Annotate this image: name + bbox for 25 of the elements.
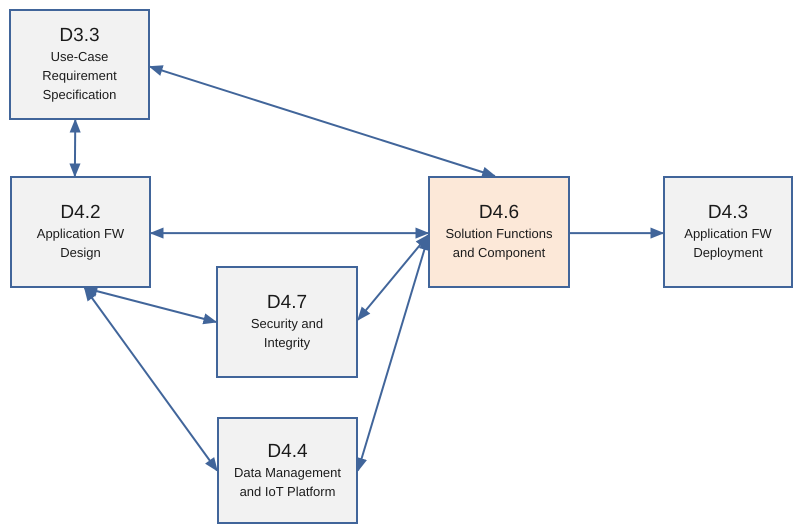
deliverable-id: D4.4 [267, 440, 308, 462]
deliverable-title: Solution Functions and Component [444, 225, 554, 262]
deliverable-title: Application FW Design [36, 225, 126, 262]
deliverable-id: D4.7 [266, 292, 308, 314]
arrow [84, 286, 218, 472]
deliverable-id: D3.3 [59, 25, 100, 47]
deliverable-box [663, 176, 793, 288]
deliverable-box [10, 176, 151, 288]
deliverable-title: Data Management and IoT Platform [233, 464, 342, 500]
deliverable-title: Security and Integrity [250, 315, 324, 352]
deliverable-box [216, 266, 358, 378]
arrow [148, 65, 496, 178]
arrow [356, 236, 430, 472]
arrow [570, 228, 664, 239]
arrow [69, 118, 81, 178]
deliverable-title: Use-Case Requirement Specification [41, 48, 118, 104]
deliverable-id: D4.2 [60, 202, 101, 224]
arrow [357, 234, 429, 321]
deliverable-box [428, 176, 570, 288]
deliverable-id: D4.6 [478, 202, 520, 224]
deliverable-title: Application FW Deployment [683, 225, 773, 262]
deliverable-box [9, 9, 150, 120]
arrow [150, 228, 430, 239]
deliverable-box [217, 417, 358, 524]
deliverable-id: D4.3 [708, 202, 748, 224]
